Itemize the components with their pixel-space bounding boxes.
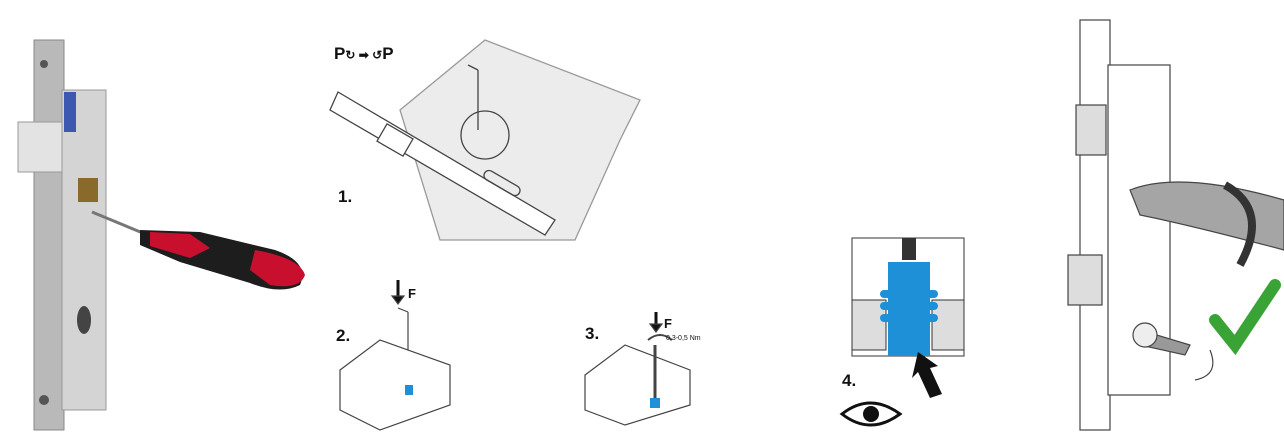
step1-transition: P↻ ➡ ↺P xyxy=(334,44,394,63)
arrow-up-icon xyxy=(912,352,942,398)
step3-force-label: F xyxy=(664,316,672,331)
step2-force-label: F xyxy=(408,286,416,301)
eye-icon xyxy=(839,401,903,427)
step1-drawing xyxy=(329,39,641,241)
final-lock-drawing xyxy=(1067,19,1284,431)
step2-drawing xyxy=(339,280,451,431)
p-label-from: P xyxy=(334,44,346,63)
step4-number: 4. xyxy=(842,371,857,390)
step4-drawing xyxy=(839,237,965,427)
lock-photo xyxy=(17,39,305,431)
torque-label: 0,3-0,5 Nm xyxy=(666,335,701,342)
step1-number: 1. xyxy=(338,187,353,206)
checkmark-icon xyxy=(1209,279,1281,356)
step2-number: 2. xyxy=(336,326,351,345)
step3-number: 3. xyxy=(585,324,600,343)
p-label-to: P xyxy=(382,44,394,63)
step3-drawing xyxy=(584,312,691,426)
